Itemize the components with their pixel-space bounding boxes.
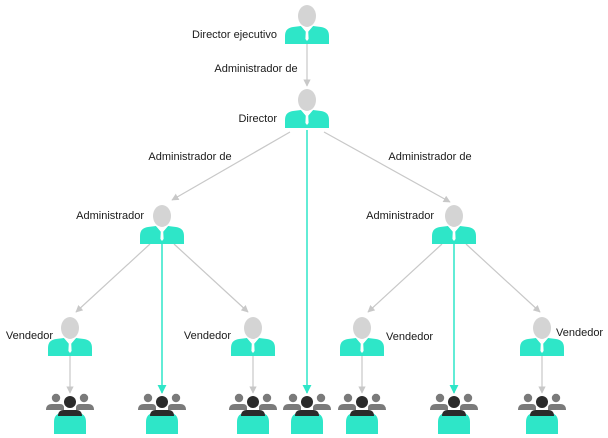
person-icon	[231, 317, 275, 356]
node-label-admin-right: Administrador	[366, 210, 434, 222]
team-group-icon	[138, 393, 186, 434]
team-group-icon	[518, 393, 566, 434]
node-label-seller-2: Vendedor	[184, 330, 231, 342]
person-icon	[285, 89, 329, 128]
node-label-admin-left: Administrador	[76, 210, 144, 222]
team-group-icon	[338, 393, 386, 434]
person-icon	[48, 317, 92, 356]
team-group-icon	[430, 393, 478, 434]
person-icon	[140, 205, 184, 244]
edge-admin-left-seller-1	[75, 243, 151, 313]
edge-director-admin-left	[171, 131, 291, 201]
edge-director-admin-right	[323, 131, 451, 203]
relation-label-ceo-director: Administrador de	[214, 63, 297, 75]
edge-admin-right-seller-3	[367, 243, 443, 313]
relation-label-director-admin-right: Administrador de	[388, 151, 471, 163]
node-label-seller-3: Vendedor	[386, 331, 433, 343]
node-label-seller-4: Vendedor	[556, 327, 603, 339]
relation-label-director-admin-left: Administrador de	[148, 151, 231, 163]
edge-admin-left-seller-2	[173, 243, 249, 313]
person-icon	[432, 205, 476, 244]
node-label-director: Director	[238, 113, 277, 125]
node-label-ceo: Director ejecutivo	[192, 29, 277, 41]
person-icon	[285, 5, 329, 44]
team-group-icon	[46, 393, 94, 434]
person-icon	[340, 317, 384, 356]
team-group-icon	[229, 393, 277, 434]
team-group-icon	[283, 393, 331, 434]
node-label-seller-1: Vendedor	[6, 330, 53, 342]
connectors	[66, 44, 546, 394]
edge-admin-right-seller-4	[465, 243, 541, 313]
